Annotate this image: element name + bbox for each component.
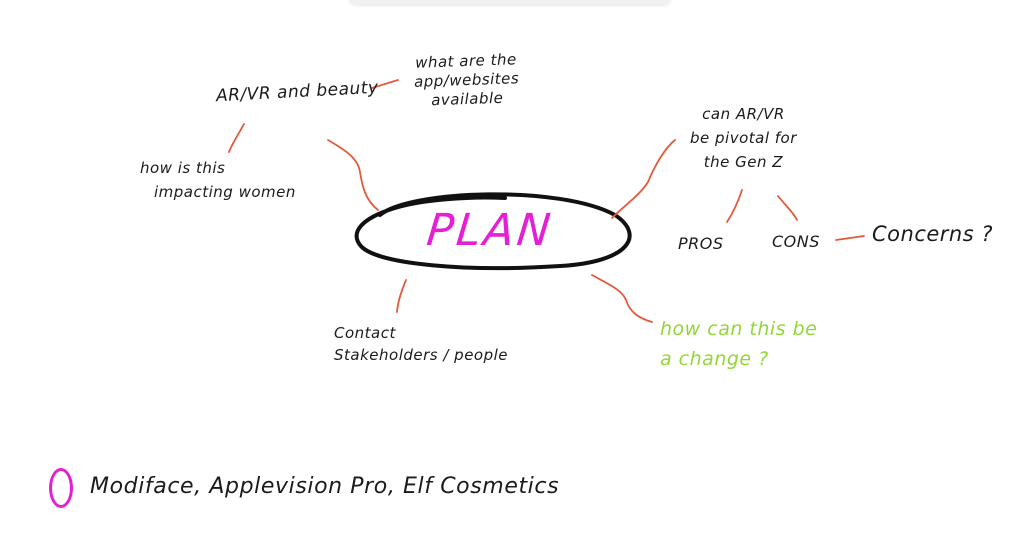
- connector-cons-to-concerns: [835, 235, 865, 241]
- connector-plan-to-change: [591, 274, 653, 323]
- node-how-can-this-be-a-change: how can this be a change ?: [660, 318, 818, 370]
- top-toolbar-edge: [350, 0, 670, 4]
- node-contact-stakeholders: Contact Stakeholders / people: [334, 324, 509, 364]
- connector-genz-to-cons: [777, 195, 798, 221]
- connector-genz-to-pros: [726, 189, 743, 223]
- connector-plan-to-genz: [611, 139, 676, 219]
- node-impacting-women: how is this impacting women: [140, 159, 296, 201]
- connector-ar-to-women: [228, 123, 245, 153]
- node-cons: CONS: [772, 232, 820, 251]
- center-node-plan: PLAN: [424, 205, 556, 256]
- node-apps-websites: what are the app/websites available: [413, 50, 520, 110]
- node-pros: PROS: [678, 234, 724, 253]
- connector-ar-to-plan: [327, 139, 379, 211]
- node-concerns: Concerns ?: [872, 222, 993, 246]
- connector-plan-to-contact: [396, 279, 407, 313]
- connector-ar-to-apps: [371, 79, 399, 89]
- footnote-bullet-icon: [49, 468, 73, 508]
- footnote-examples: Modiface, Applevision Pro, Elf Cosmetics: [90, 474, 560, 499]
- center-ellipse: [354, 192, 632, 271]
- node-genz: can AR/VR be pivotal for the Gen Z: [690, 105, 797, 171]
